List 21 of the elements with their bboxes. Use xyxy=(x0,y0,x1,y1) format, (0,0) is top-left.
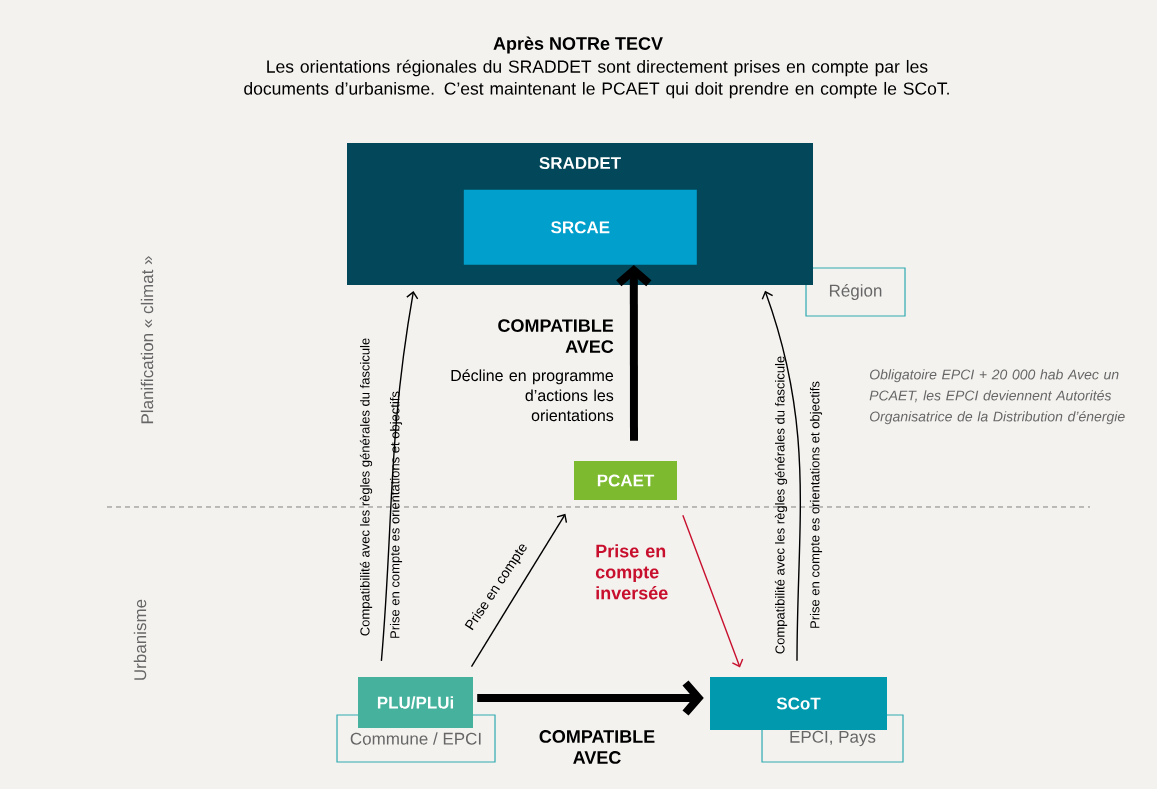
title: Après NOTRe TECV xyxy=(493,36,663,54)
note-text: Décline en programme d’actions les orientations xyxy=(451,369,614,422)
edge-label: COMPATIBLE AVEC xyxy=(539,730,655,764)
arrow xyxy=(470,513,568,668)
edge-label: COMPATIBLE AVEC xyxy=(498,319,614,353)
inner-box: SRCAE xyxy=(463,189,697,265)
plan-box: PCAET xyxy=(574,461,677,500)
scope-box: Région xyxy=(805,267,906,317)
plan-box: PLU/PLUi xyxy=(358,677,473,728)
arrow xyxy=(380,291,419,662)
edge-label: Prise en compte inversée xyxy=(595,544,668,600)
side-label: Planification « climat » xyxy=(140,256,154,424)
arrow xyxy=(682,514,744,668)
plan-box: SCoT xyxy=(710,677,887,730)
note-text: Obligatoire EPCI + 20 000 hab Avec un PCAET, les EPCI deviennent Autorités Organisatrice de la Distribution d’énergie xyxy=(869,369,1125,425)
edge-label: Compatibilité avec les règles générales du fascicule xyxy=(359,338,373,636)
subtitle: Les orientations régionales du SRADDET sont directement prises en compte par les documents d’urbanisme. C’est maintenant le PCAET qui doit prendre en compte le SCoT. xyxy=(244,59,949,99)
arrow xyxy=(761,290,802,662)
arrow-text: Prise en compte es orientations et objectifs xyxy=(809,381,823,628)
edge-label: Compatibilité avec les règles générales du fascicule xyxy=(774,356,788,654)
side-label: Urbanisme xyxy=(133,599,147,680)
